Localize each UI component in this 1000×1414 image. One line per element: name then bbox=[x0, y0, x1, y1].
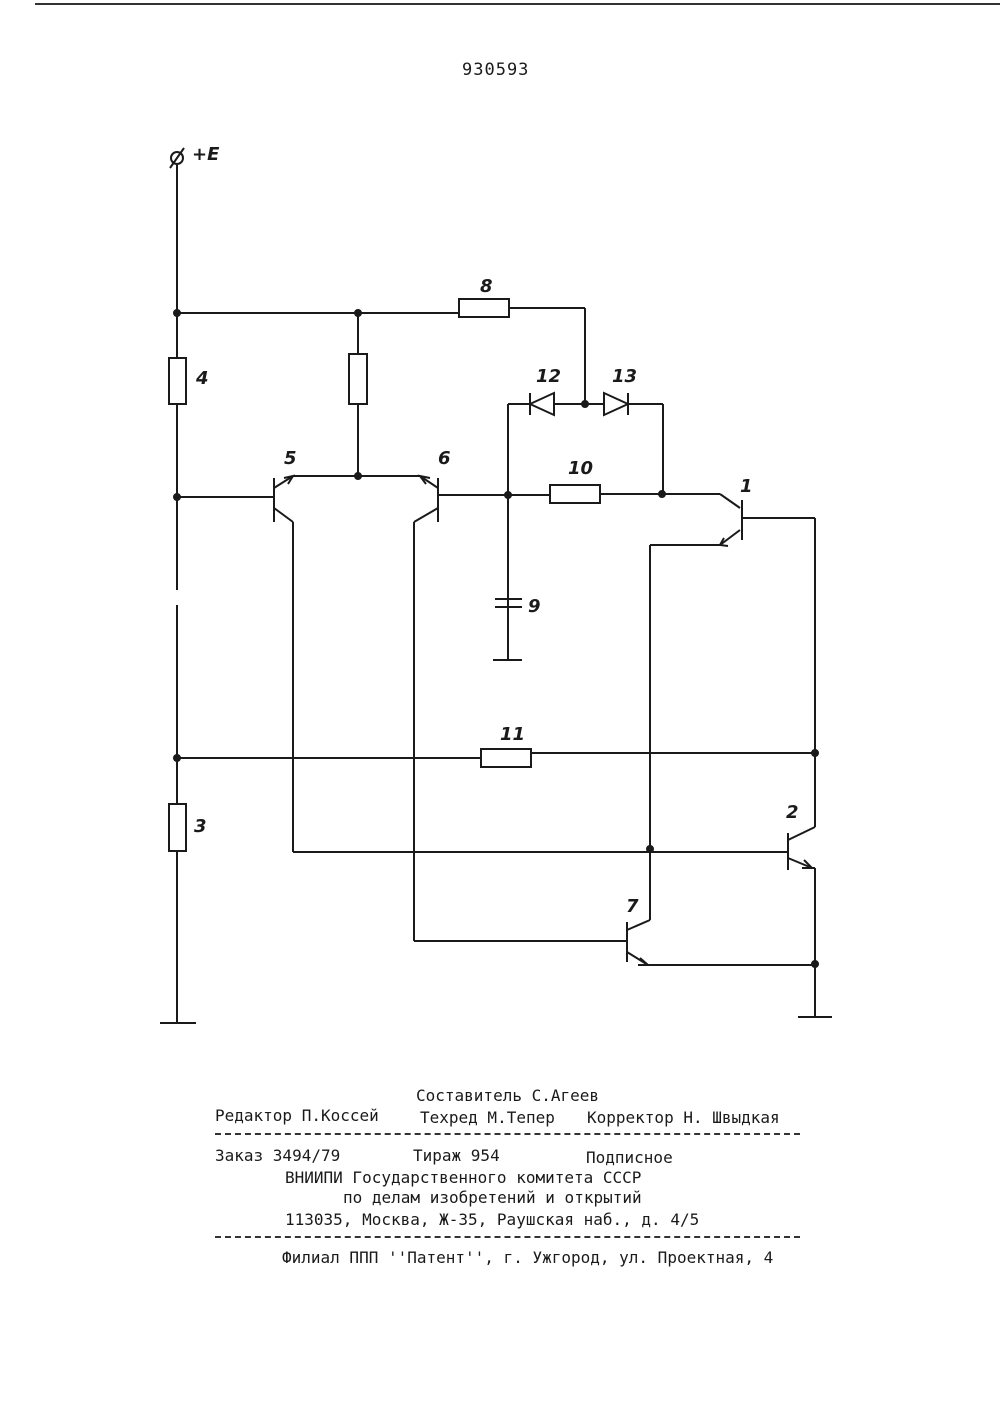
label-1: 1 bbox=[740, 476, 753, 497]
resistor-8 bbox=[459, 299, 509, 317]
label-9: 9 bbox=[528, 596, 541, 617]
separator-2 bbox=[215, 1236, 800, 1238]
resistor-11 bbox=[481, 749, 531, 767]
label-12: 12 bbox=[536, 366, 561, 387]
label-5: 5 bbox=[284, 448, 297, 469]
transistor-2 bbox=[788, 827, 832, 1017]
org-line-2: по делам изобретений и открытий bbox=[343, 1188, 642, 1208]
editor-line: Редактор П.Коссей bbox=[215, 1106, 379, 1126]
label-13: 13 bbox=[612, 366, 637, 387]
transistor-5 bbox=[274, 476, 293, 852]
corrector-line: Корректор Н. Швыдкая bbox=[587, 1108, 780, 1128]
transistor-1 bbox=[650, 494, 815, 546]
left-rail bbox=[160, 165, 196, 1023]
circulation-line: Тираж 954 bbox=[413, 1146, 500, 1166]
resistor-3 bbox=[169, 804, 186, 851]
order-line: Заказ 3494/79 bbox=[215, 1146, 340, 1166]
top-bus bbox=[174, 308, 588, 407]
label-10: 10 bbox=[568, 458, 593, 479]
subscription-line: Подписное bbox=[586, 1148, 673, 1168]
circuit-schematic: +E 4 3 8 5 6 bbox=[0, 0, 1000, 1060]
techred-line: Техред М.Тепер bbox=[420, 1108, 555, 1128]
label-7: 7 bbox=[626, 896, 639, 917]
resistor-emitter bbox=[349, 354, 367, 404]
diode-13 bbox=[604, 393, 628, 415]
resistor-4 bbox=[169, 358, 186, 404]
label-6: 6 bbox=[438, 448, 451, 469]
transistor-6 bbox=[414, 476, 438, 941]
branch-line: Филиал ППП ''Патент'', г. Ужгород, ул. П… bbox=[282, 1248, 773, 1268]
label-2: 2 bbox=[786, 802, 799, 823]
label-8: 8 bbox=[480, 276, 493, 297]
supply-label: +E bbox=[192, 144, 220, 165]
composer-line: Составитель С.Агеев bbox=[416, 1086, 599, 1106]
diode-12 bbox=[530, 393, 554, 415]
transistor-7 bbox=[414, 920, 818, 967]
org-line-1: ВНИИПИ Государственного комитета СССР bbox=[285, 1168, 641, 1188]
resistor-10 bbox=[550, 485, 600, 503]
address-line: 113035, Москва, Ж-35, Раушская наб., д. … bbox=[285, 1210, 699, 1230]
label-3: 3 bbox=[194, 816, 207, 837]
separator-1 bbox=[215, 1133, 800, 1135]
label-4: 4 bbox=[195, 368, 209, 389]
label-11: 11 bbox=[500, 724, 525, 745]
